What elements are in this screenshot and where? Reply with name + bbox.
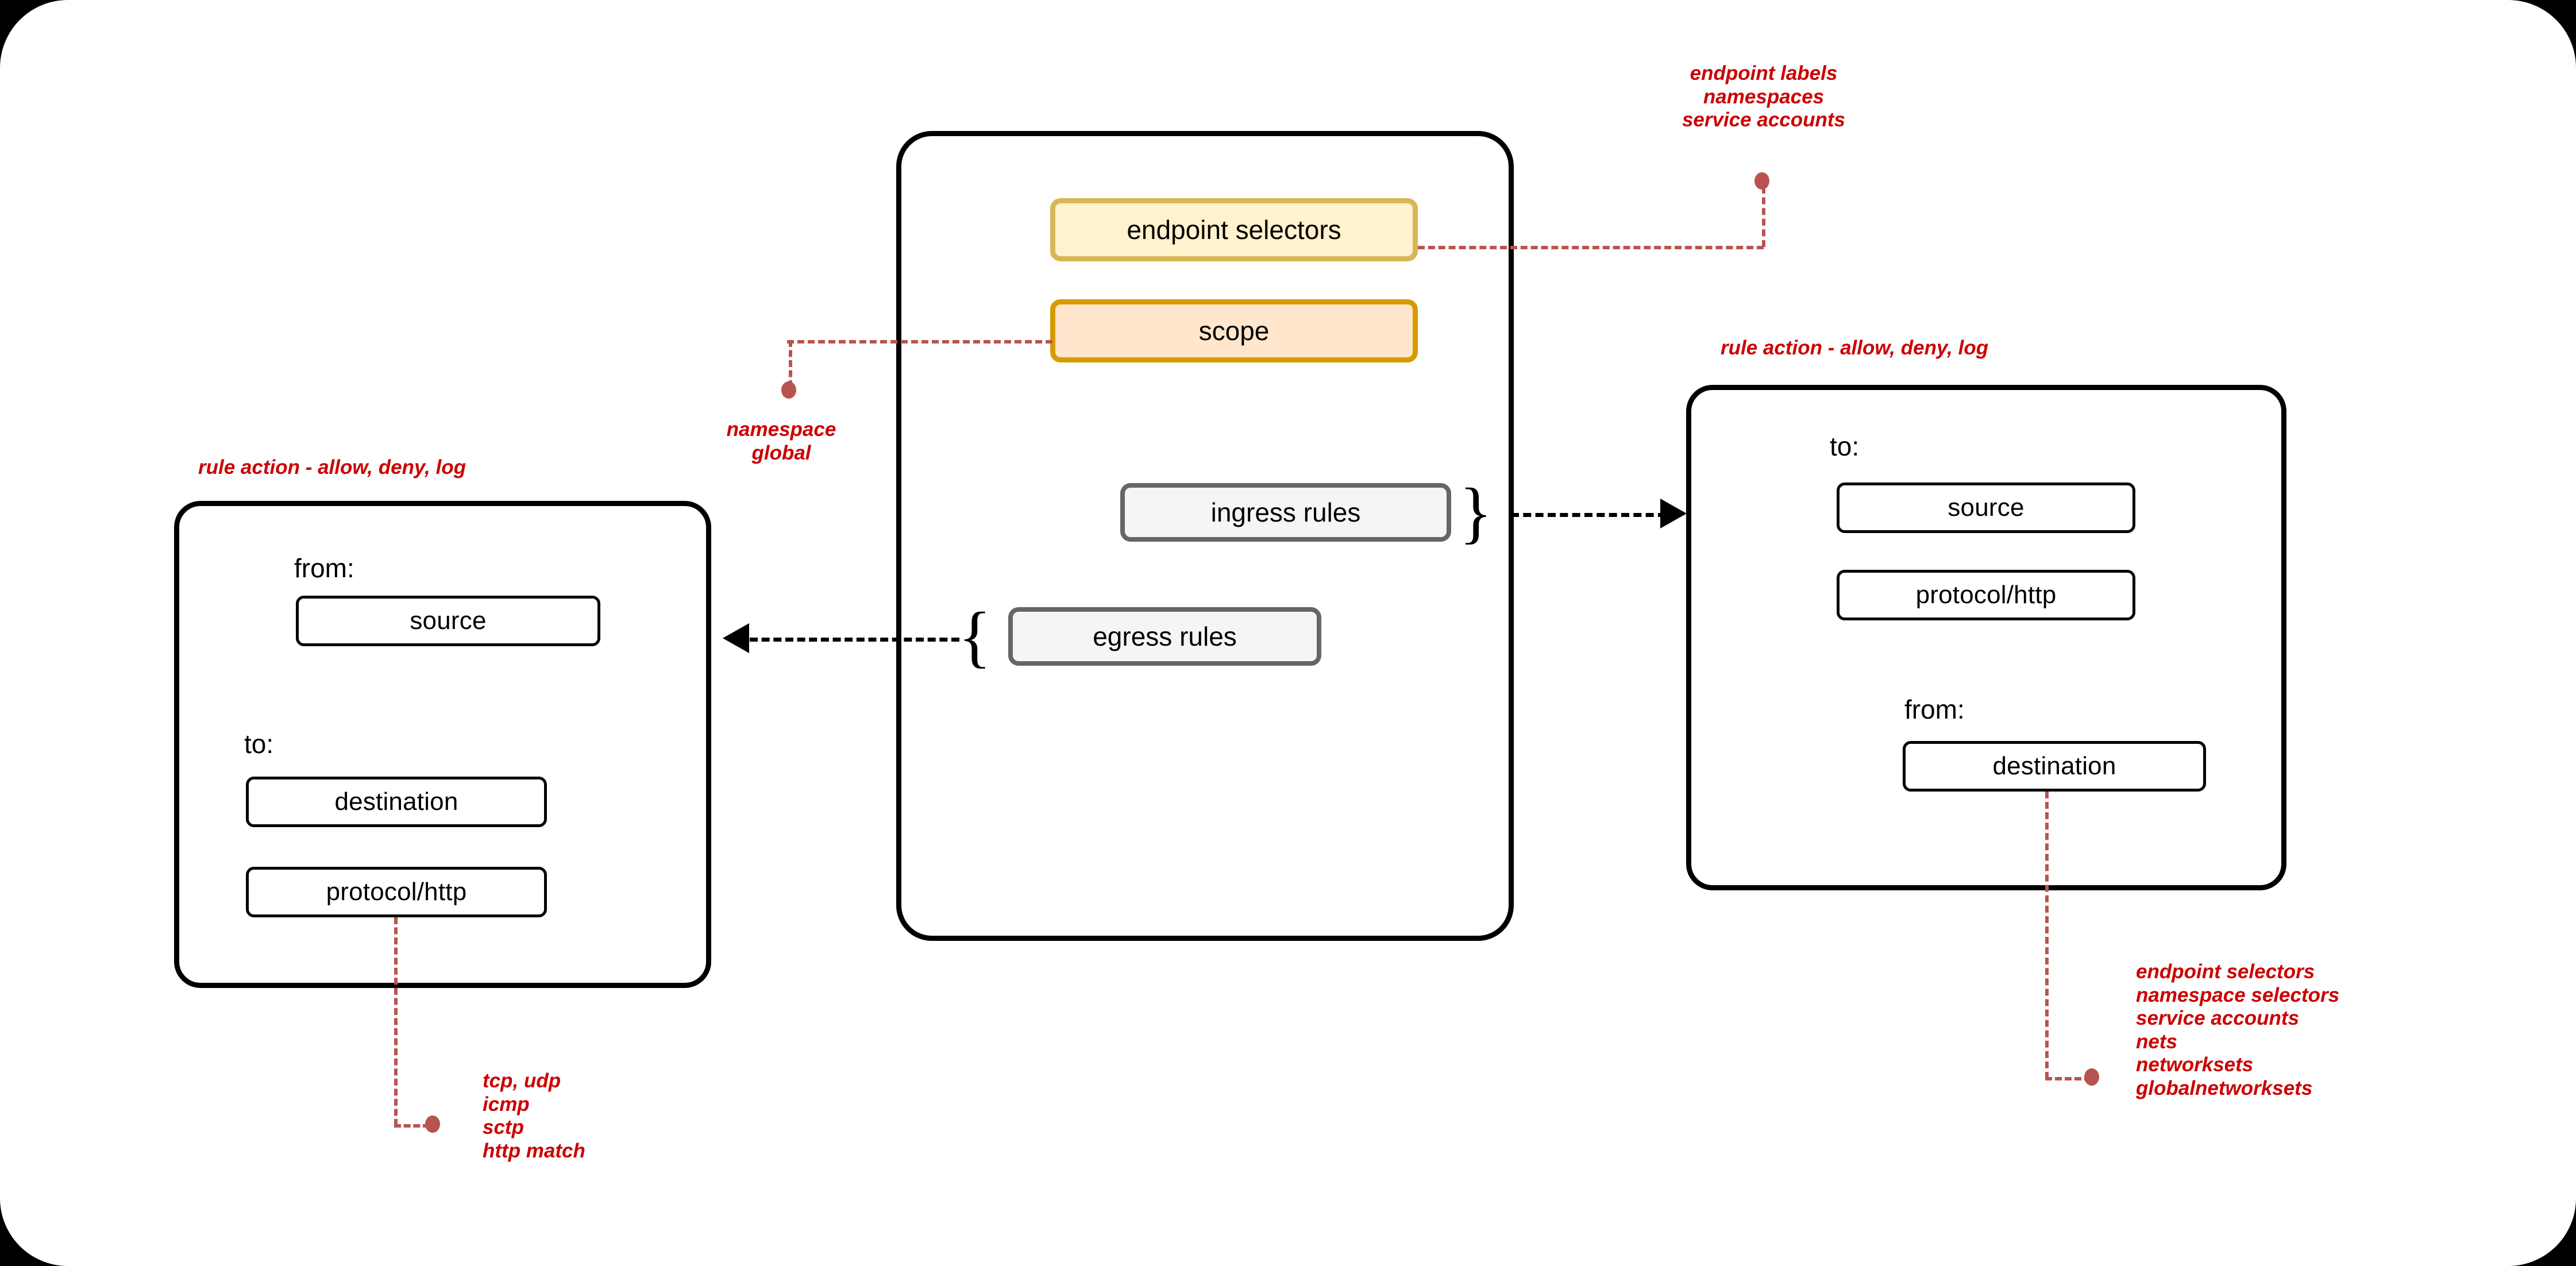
protocols-annotation: tcp, udp icmp sctp http match	[483, 1070, 585, 1162]
scope-connector-h	[787, 340, 1052, 343]
ingress-arrow-head	[1660, 499, 1687, 528]
right-source-box[interactable]: source	[1837, 483, 2135, 533]
left-rule-action-annotation: rule action - allow, deny, log	[198, 456, 466, 478]
endpoint-selectors-connector-dot	[1754, 172, 1769, 190]
right-to-label: to:	[1830, 431, 1860, 461]
left-protocol-http-box[interactable]: protocol/http	[246, 867, 547, 917]
egress-arrow-line	[750, 638, 959, 642]
left-to-label: to:	[244, 729, 274, 759]
endpoint-selectors-annotation: endpoint labels namespaces service accou…	[1682, 62, 1846, 132]
right-protocol-http-box[interactable]: protocol/http	[1837, 570, 2135, 620]
destination-sources-connector-dot	[2084, 1068, 2099, 1086]
ingress-brace: }	[1459, 474, 1493, 550]
protocols-connector-dot	[425, 1116, 440, 1133]
scope-box[interactable]: scope	[1050, 299, 1418, 362]
protocols-connector-h	[394, 1124, 430, 1128]
protocols-connector-v	[394, 917, 398, 1126]
scope-connector-dot	[781, 381, 796, 399]
destination-sources-connector-h	[2045, 1077, 2091, 1080]
left-destination-box[interactable]: destination	[246, 777, 547, 827]
ingress-arrow-line	[1511, 513, 1666, 517]
right-rule-action-annotation: rule action - allow, deny, log	[1721, 337, 1989, 359]
left-source-box[interactable]: source	[296, 596, 600, 646]
endpoint-selectors-connector-h	[1418, 246, 1764, 249]
right-destination-box[interactable]: destination	[1903, 741, 2206, 792]
endpoint-selectors-box[interactable]: endpoint selectors	[1050, 198, 1418, 261]
egress-arrow-head	[723, 623, 749, 653]
egress-rules-box[interactable]: egress rules	[1008, 607, 1321, 666]
ingress-rules-box[interactable]: ingress rules	[1120, 483, 1451, 542]
egress-brace: {	[958, 598, 992, 674]
endpoint-selectors-connector-v	[1762, 187, 1765, 247]
left-from-label: from:	[294, 553, 354, 583]
scope-annotation: namespace global	[726, 418, 836, 464]
right-rule-panel	[1686, 385, 2286, 890]
destination-sources-annotation: endpoint selectors namespace selectors s…	[2136, 960, 2340, 1099]
right-from-label: from:	[1904, 694, 1965, 724]
scope-connector-v	[789, 340, 792, 387]
destination-sources-connector-v	[2045, 792, 2049, 1079]
